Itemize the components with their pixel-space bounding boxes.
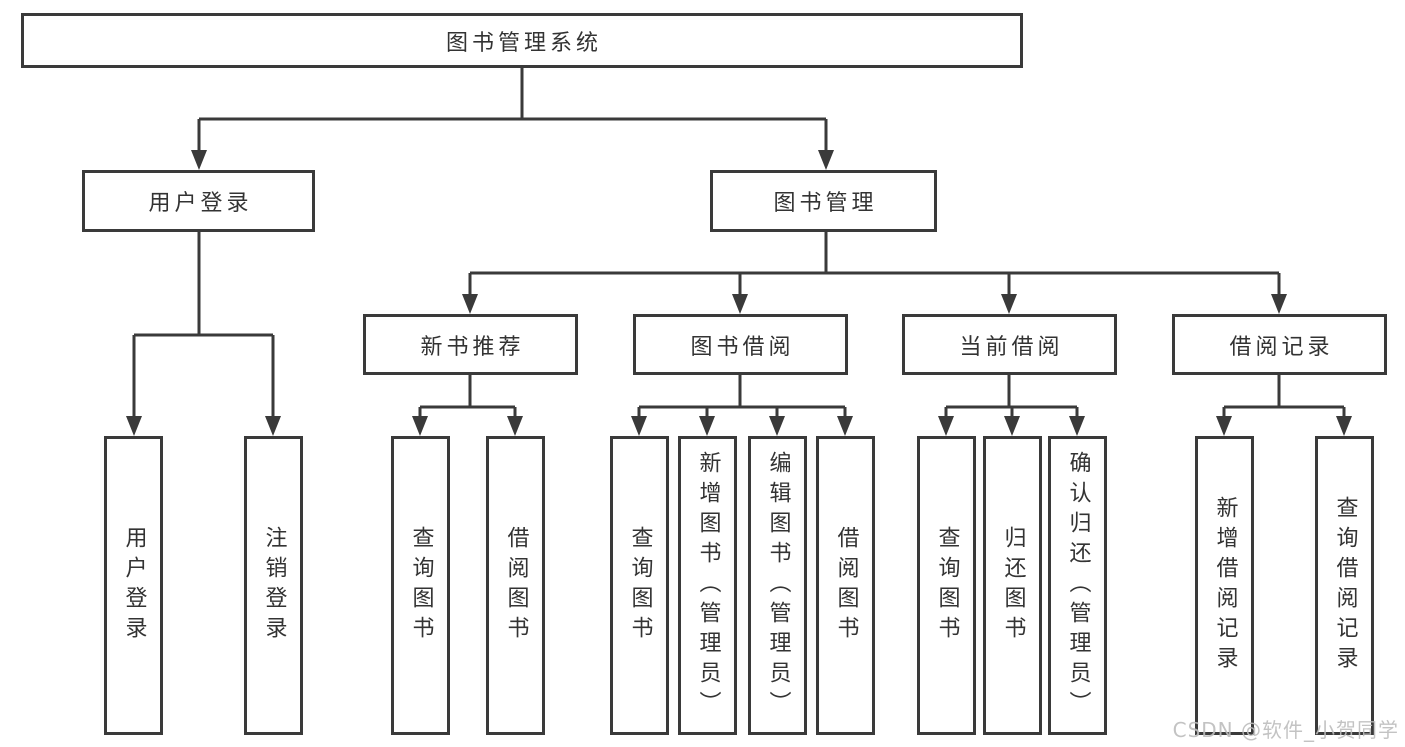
- node-book-management: 图书管理: [710, 170, 937, 232]
- node-borrow-record-label: 借阅记录: [1229, 334, 1334, 360]
- node-user-login-label: 用户登录: [148, 191, 253, 216]
- leaf-return-book: 归还图书: [983, 436, 1042, 735]
- leaf-query-book-2: 查询图书: [610, 436, 669, 735]
- leaf-confirm-return-admin-label: 确认归还（管理员）: [1065, 450, 1091, 721]
- leaf-query-borrow-record-label: 查询借阅记录: [1332, 495, 1358, 676]
- csdn-watermark: CSDN @软件_小贺同学: [1172, 718, 1399, 742]
- connector-root-to-level2: [191, 68, 834, 170]
- leaf-edit-book-admin: 编辑图书（管理员）: [748, 436, 807, 735]
- connector-user-login-to-leaves: [126, 232, 281, 436]
- leaf-query-book-label: 查询图书: [408, 525, 434, 646]
- connector-borrow-record-to-leaves: [1216, 375, 1352, 436]
- leaf-confirm-return-admin: 确认归还（管理员）: [1048, 436, 1107, 735]
- leaf-borrow-book-2-label: 借阅图书: [833, 525, 859, 646]
- leaf-add-book-admin-label: 新增图书（管理员）: [695, 450, 721, 721]
- node-book-borrow-label: 图书借阅: [690, 334, 795, 360]
- node-new-book-recommend-label: 新书推荐: [420, 334, 525, 360]
- connector-current-borrow-to-leaves: [938, 375, 1085, 436]
- leaf-query-book-3: 查询图书: [917, 436, 976, 735]
- leaf-borrow-book-label: 借阅图书: [503, 525, 529, 646]
- leaf-user-login-label: 用户登录: [121, 525, 147, 646]
- node-current-borrow: 当前借阅: [902, 314, 1117, 375]
- leaf-add-borrow-record: 新增借阅记录: [1195, 436, 1254, 735]
- leaf-user-login: 用户登录: [104, 436, 163, 735]
- leaf-query-borrow-record: 查询借阅记录: [1315, 436, 1374, 735]
- node-root-system: 图书管理系统: [21, 13, 1023, 68]
- node-current-borrow-label: 当前借阅: [959, 334, 1064, 360]
- leaf-add-book-admin: 新增图书（管理员）: [678, 436, 737, 735]
- connector-book-management-to-level3: [462, 232, 1287, 314]
- leaf-add-borrow-record-label: 新增借阅记录: [1212, 495, 1238, 676]
- node-borrow-record: 借阅记录: [1172, 314, 1387, 375]
- leaf-borrow-book: 借阅图书: [486, 436, 545, 735]
- node-book-management-label: 图书管理: [773, 191, 878, 216]
- leaf-query-book-3-label: 查询图书: [934, 525, 960, 646]
- leaf-return-book-label: 归还图书: [1000, 525, 1026, 646]
- node-book-borrow: 图书借阅: [633, 314, 848, 375]
- node-user-login: 用户登录: [82, 170, 315, 232]
- connector-book-borrow-to-leaves: [631, 375, 853, 436]
- node-new-book-recommend: 新书推荐: [363, 314, 578, 375]
- leaf-logout: 注销登录: [244, 436, 303, 735]
- leaf-borrow-book-2: 借阅图书: [816, 436, 875, 735]
- node-root-system-label: 图书管理系统: [445, 30, 602, 56]
- leaf-query-book-2-label: 查询图书: [627, 525, 653, 646]
- leaf-query-book: 查询图书: [391, 436, 450, 735]
- leaf-edit-book-admin-label: 编辑图书（管理员）: [765, 450, 791, 721]
- leaf-logout-label: 注销登录: [261, 525, 287, 646]
- connector-new-book-to-leaves: [412, 375, 523, 436]
